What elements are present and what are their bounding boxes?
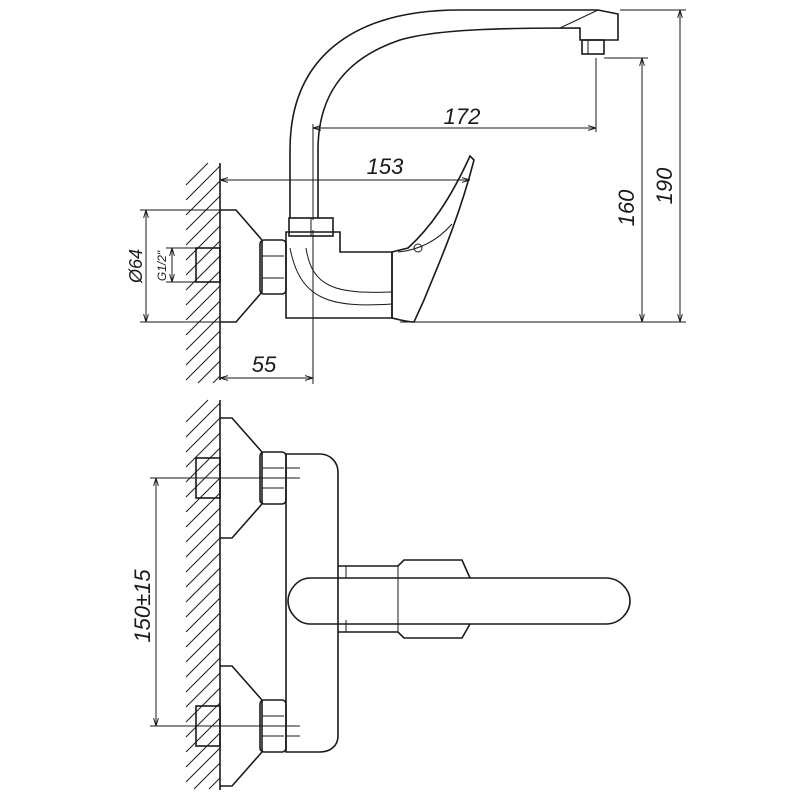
dimension-thread-size: G1/2" <box>155 247 200 283</box>
spout-top <box>287 577 631 625</box>
dimension-label-body-projection: 153 <box>367 154 404 179</box>
side-view: 172 153 160 190 Ø64 G1 <box>126 9 686 384</box>
spout-side <box>289 9 619 218</box>
dimension-label-wall-offset: 55 <box>252 352 277 377</box>
mixer-body-side <box>285 217 393 319</box>
dimension-label-overall-height: 190 <box>652 167 677 204</box>
lever-handle-top <box>338 559 471 639</box>
top-view: 150±15 <box>130 399 631 790</box>
dimension-spout-reach: 172 <box>312 58 597 220</box>
inlet-pipe-side <box>195 247 221 283</box>
dimension-label-thread-size: G1/2" <box>155 250 169 281</box>
dimension-flange-diameter: Ø64 <box>126 209 232 323</box>
lever-handle-side <box>391 154 475 323</box>
mixer-body-top <box>285 453 339 753</box>
wall-section-side <box>185 162 221 384</box>
dimension-inlet-spacing: 150±15 <box>130 477 300 727</box>
dimension-body-projection: 153 <box>220 154 470 180</box>
hex-nut-side <box>259 239 287 295</box>
dimension-wall-offset: 55 <box>220 230 314 384</box>
wall-flange-side <box>220 209 263 323</box>
dimension-label-spout-reach: 172 <box>444 104 481 129</box>
dimension-heights: 160 190 <box>400 9 686 323</box>
dimension-label-inlet-spacing: 150±15 <box>130 569 155 643</box>
dimension-label-flange-diameter: Ø64 <box>126 249 146 284</box>
dimension-label-spout-height: 160 <box>614 189 639 226</box>
